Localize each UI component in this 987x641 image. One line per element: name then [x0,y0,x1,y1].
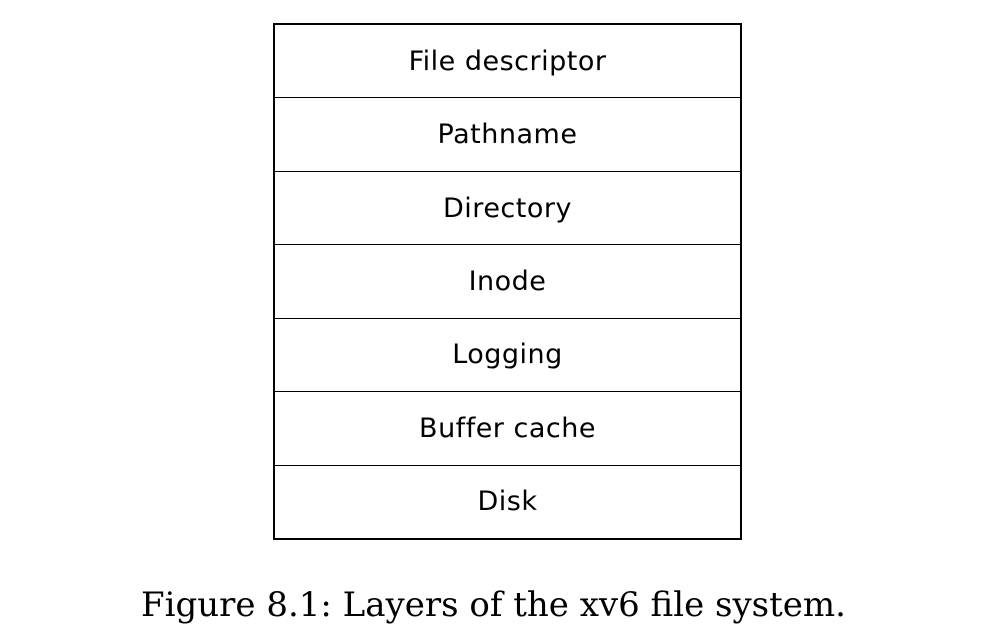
figure-caption: Figure 8.1: Layers of the xv6 file syste… [141,585,846,625]
layer-logging: Logging [275,319,740,393]
layer-inode: Inode [275,245,740,319]
layer-disk: Disk [477,486,538,518]
layer-pathname: Pathname [275,98,740,172]
file-system-layer-stack: File descriptor Pathname Directory Inode… [273,23,742,540]
layer-file-descriptor: File descriptor [275,25,740,99]
layer-buffer-cache: Buffer cache [275,392,740,466]
layer-directory: Directory [275,172,740,246]
